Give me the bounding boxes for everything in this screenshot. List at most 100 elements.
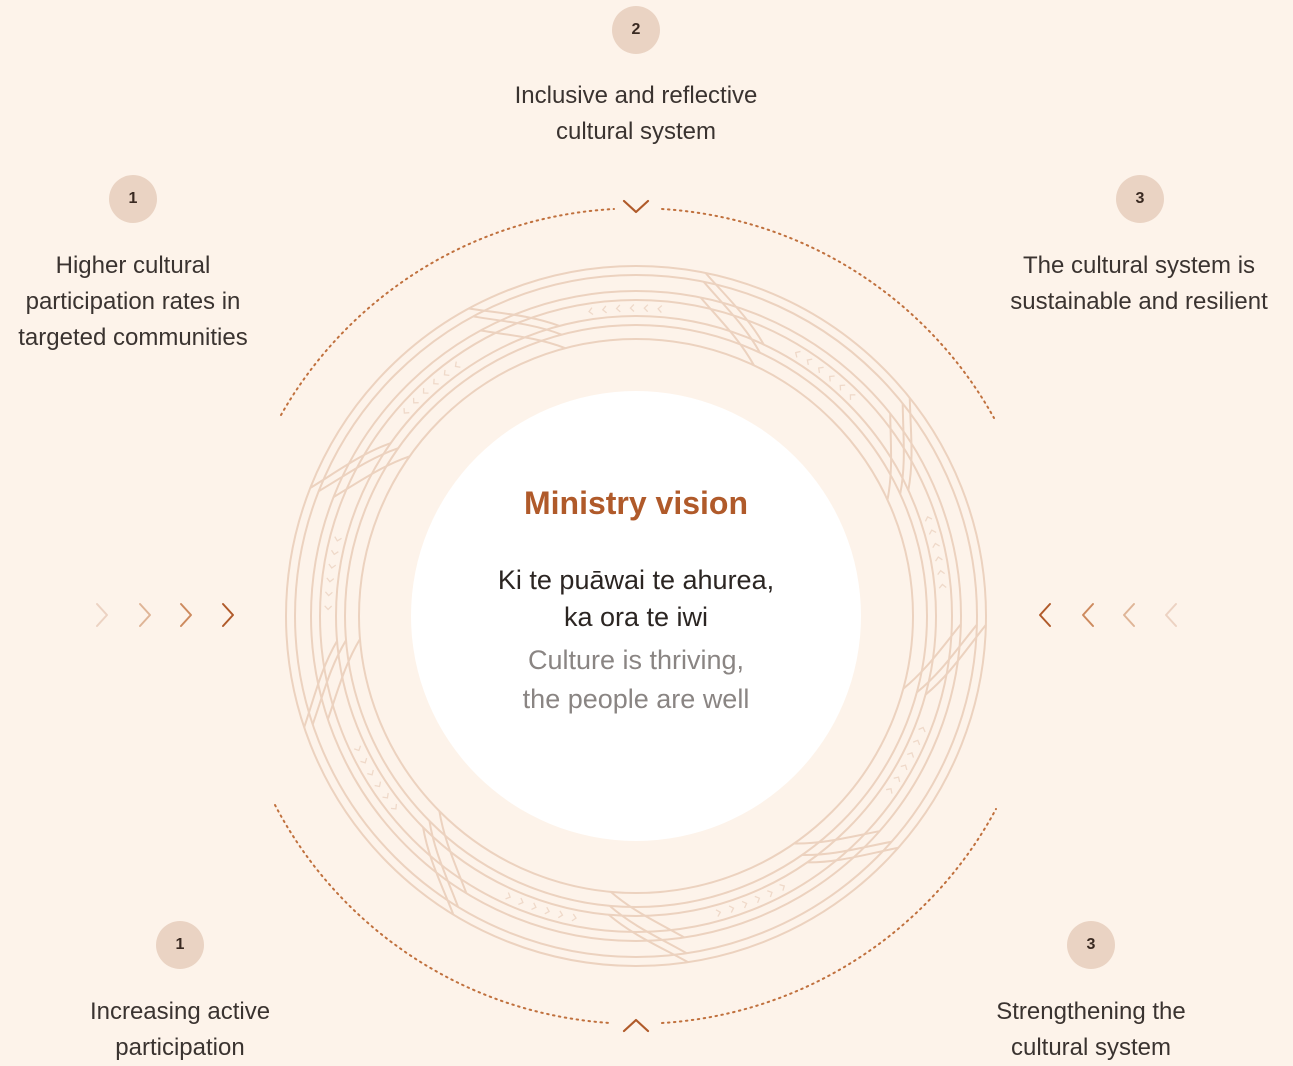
chevron-left-icon [1039,603,1051,627]
outcome-text-lower-right: Strengthening the cultural system [996,998,1186,1061]
weave-tick [657,305,663,313]
weave-tick [360,757,368,764]
weave-tick [839,384,846,391]
weave-tick [849,394,856,400]
dotted-arc-upper [661,208,995,419]
weave-tick [938,583,947,589]
weave-crossing [326,638,361,720]
outcome-text-upper-left: Higher cultural participation rates in t… [18,252,248,351]
weave-tick [886,787,893,794]
chevron-right-icon [139,603,151,627]
weave-tick [779,883,786,891]
weave-crossing [924,624,987,696]
weave-tick [422,388,429,394]
weave-tick [531,902,537,911]
outcome-text-lower-left: Increasing active participation [89,998,271,1061]
weave-tick [767,890,773,898]
weave-tick [629,304,635,312]
left-arrow-group [96,603,234,627]
weave-crossing [333,455,411,498]
weave-crossings [303,272,987,963]
weave-tick [412,397,419,404]
weave-tick [794,350,801,358]
weave-crossing [610,891,685,939]
weave-tick [932,542,940,549]
chevron-left-icon [1165,603,1177,627]
weave-crossing [438,810,468,894]
weave-crossing [807,846,899,864]
chevron-down-icon [622,199,650,214]
weave-tick [934,556,943,562]
chevron-left-icon [1082,603,1094,627]
weave-crossing [886,413,893,501]
weave-tick [443,369,450,377]
weave-tick [571,913,577,922]
step-badge-lower-right: 3 [1067,921,1115,969]
weave-crossing [794,830,880,845]
chevron-left-icon [1123,603,1135,627]
dotted-arc-upper [280,208,615,416]
weave-crossing [311,639,347,725]
step-badge-upper-left: 1 [109,175,157,223]
weave-tick [643,304,649,313]
weave-crossing [422,827,455,915]
dotted-arc-lower [661,808,997,1024]
weave-tick [715,909,722,917]
chevron-right-icon [222,603,234,627]
weave-crossing [916,624,978,694]
weave-crossing [428,820,459,908]
weave-crossing [704,272,765,346]
right-arrow-group [1039,603,1177,627]
weave-crossing [802,840,892,856]
dotted-arc-lower [274,804,611,1024]
weave-tick [326,577,335,583]
weave-crossing [702,281,761,354]
vision-maori-text: Ki te puāwai te ahurea, ka ora te iwi [497,565,775,632]
weave-tick [828,375,835,382]
weave-tick [330,549,339,556]
weave-crossing [472,315,563,336]
chevron-right-icon [180,603,192,627]
vision-circle [411,391,861,841]
weave-tick [367,769,374,776]
weave-crossing [303,640,338,728]
weave-tick [928,529,937,535]
outcome-text-top: Inclusive and reflective cultural system [514,82,758,145]
weave-tick [601,305,608,314]
chevron-up-icon [622,1018,650,1033]
weave-tick [518,897,524,906]
weave-tick [754,895,761,904]
weave-tick [615,304,621,313]
step-badge-lower-left: 1 [156,921,204,969]
weave-tick [937,569,946,576]
vision-english-text: Culture is thriving, the people are well [522,645,750,714]
weave-crossing [468,307,560,327]
weave-crossing [608,913,689,963]
weave-crossing [902,623,962,690]
weave-tick [918,726,926,733]
weave-tick [324,591,333,597]
chevron-right-icon [96,603,108,627]
weave-tick [390,803,398,810]
weave-crossing [899,403,905,495]
weave-tick [334,536,342,542]
weave-tick [588,307,594,316]
weave-crossing [480,329,566,350]
weave-crossing [907,397,913,491]
weave-tick-marks [324,304,947,922]
weave-tick [433,378,439,385]
weave-crossing [699,296,755,366]
weave-tick [817,366,824,374]
weave-crossing [318,447,399,493]
weave-tick [374,781,382,788]
weave-tick [324,605,333,611]
weave-tick [354,745,362,752]
weave-tick [741,900,748,909]
weave-crossing [608,905,688,955]
weave-tick [382,792,389,799]
dotted-arcs [274,208,997,1024]
weave-tick [403,408,410,414]
weave-tick [893,776,901,783]
weave-tick [907,752,915,758]
